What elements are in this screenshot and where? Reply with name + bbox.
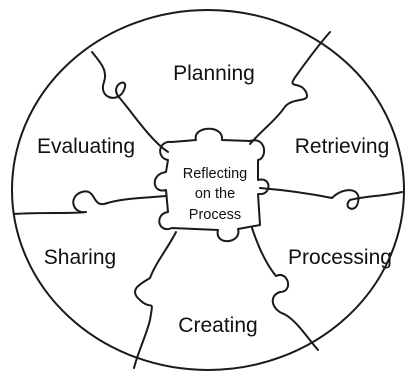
divider-left [13, 190, 167, 215]
divider-bottom-left [133, 231, 177, 369]
label-creating: Creating [178, 314, 257, 337]
divider-top-left [91, 51, 169, 153]
label-retrieving: Retrieving [295, 135, 390, 158]
center-puzzle-piece [153, 127, 270, 243]
center-label-line-1: Reflecting [183, 166, 247, 182]
label-evaluating: Evaluating [37, 135, 135, 158]
center-label-line-3: Process [189, 207, 241, 223]
label-sharing: Sharing [44, 246, 116, 269]
divider-top-right [249, 31, 331, 145]
outer-circle [11, 9, 405, 371]
center-label-line-2: on the [195, 186, 235, 202]
divider-right [259, 187, 403, 210]
divider-lower-right [251, 227, 319, 351]
label-processing: Processing [288, 246, 392, 269]
label-planning: Planning [173, 62, 255, 85]
